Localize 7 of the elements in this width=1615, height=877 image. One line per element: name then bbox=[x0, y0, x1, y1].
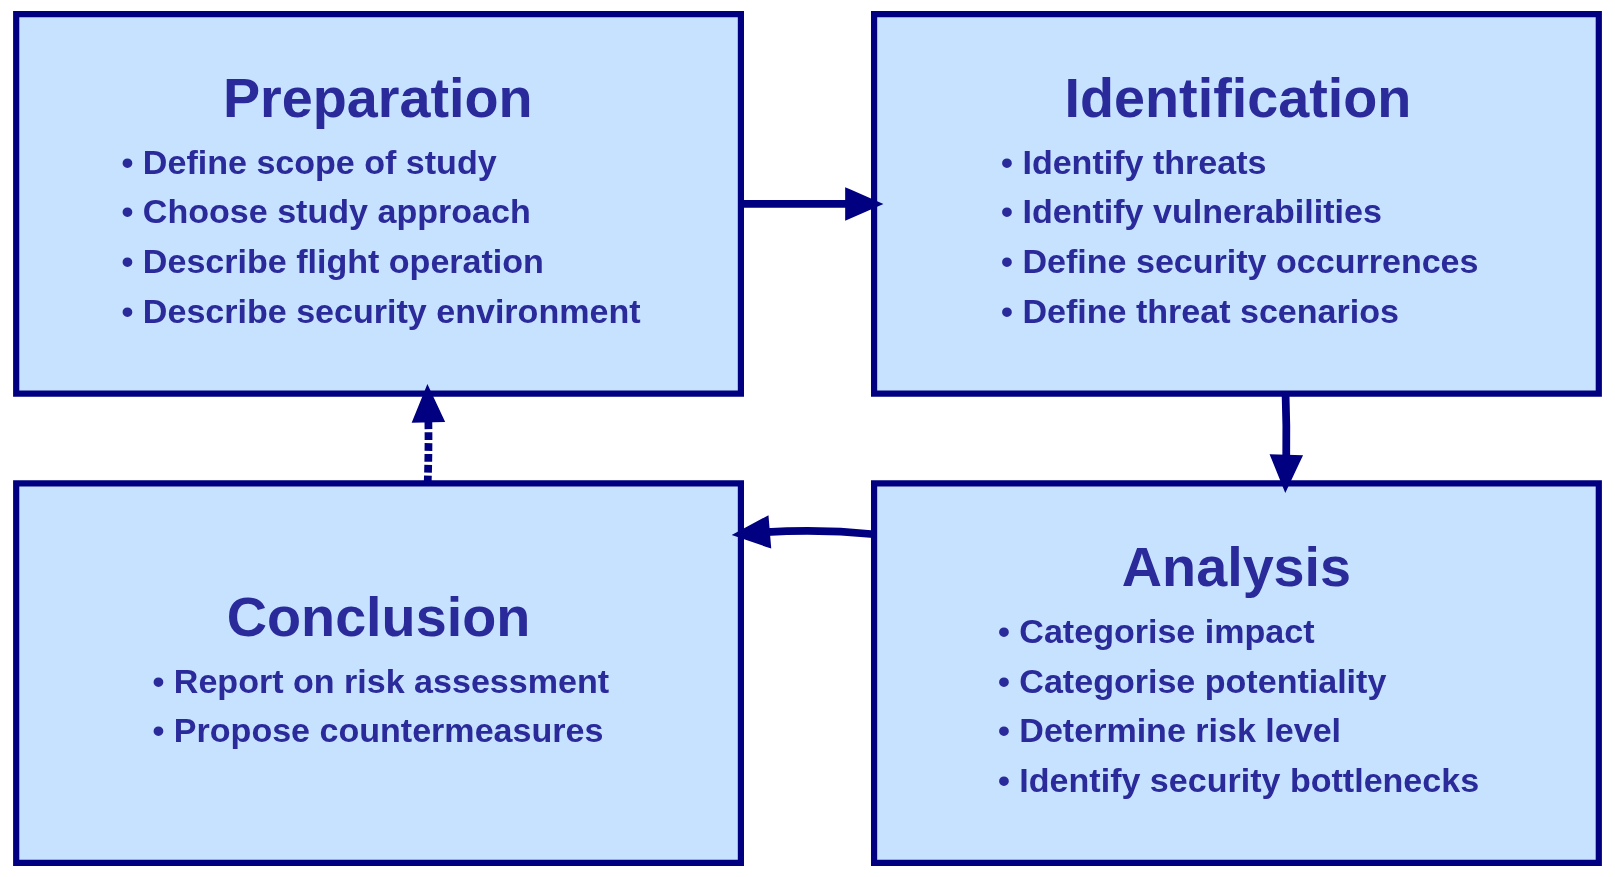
arrow bbox=[411, 384, 446, 484]
arrow bbox=[741, 187, 884, 221]
node-box: Preparation • Define scope of study • Choose study approach • Describe flight operation • Describe security environment bbox=[13, 11, 744, 397]
arrow bbox=[1269, 393, 1304, 493]
node-box: Analysis • Categorise impact • Categorise potentiality • Determine risk level • Identify security bottlenecks bbox=[871, 480, 1602, 866]
node-box: Identification • Identify threats • Identify vulnerabilities • Define security occurrences • Define threat scenarios bbox=[871, 11, 1602, 397]
node-box: Conclusion • Report on risk assessment • Propose countermeasures bbox=[13, 480, 744, 866]
